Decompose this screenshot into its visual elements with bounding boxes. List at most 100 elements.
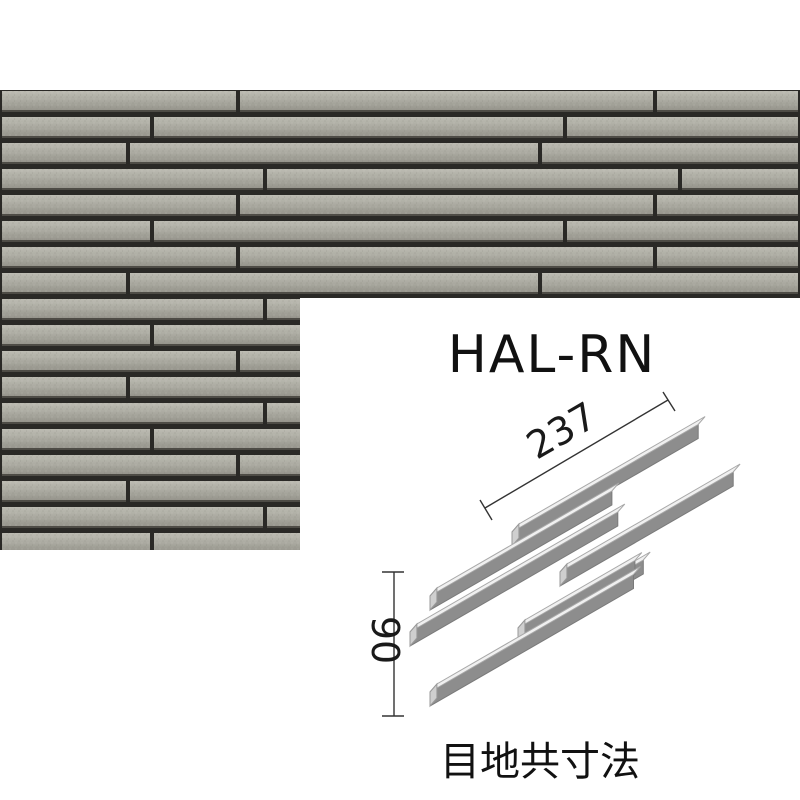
stone-texture xyxy=(2,221,150,241)
stone-strip-edge xyxy=(657,266,798,268)
stone-texture xyxy=(2,273,126,293)
stone-strip-edge xyxy=(2,162,126,164)
stone-texture xyxy=(657,247,798,267)
stone-strip-edge xyxy=(267,318,678,320)
stone-texture xyxy=(2,533,150,550)
stone-texture xyxy=(2,247,236,267)
stone-texture xyxy=(2,299,263,319)
stone-strip-edge xyxy=(130,500,538,502)
strip-left-long-top xyxy=(409,503,626,633)
stone-strip-edge xyxy=(682,188,798,190)
stone-strip-edge xyxy=(2,448,150,450)
stone-strip-edge xyxy=(657,110,798,112)
stone-strip-edge xyxy=(657,214,798,216)
stone-strip-edge xyxy=(2,188,263,190)
stone-texture xyxy=(2,117,150,137)
stone-strip-edge xyxy=(682,318,798,320)
stone-strip-edge xyxy=(2,370,236,372)
stone-texture xyxy=(2,169,263,189)
stone-strip-edge xyxy=(2,240,150,242)
stone-wall-photo xyxy=(0,90,800,554)
stone-strip-edge xyxy=(130,396,538,398)
strip-upper-end xyxy=(429,586,438,612)
stone-texture xyxy=(2,91,236,111)
stone-texture xyxy=(130,273,538,293)
stone-strip-edge xyxy=(2,396,126,398)
tile-isometric-diagram xyxy=(409,416,741,708)
stone-texture xyxy=(2,325,150,345)
stone-strip-edge xyxy=(2,422,263,424)
stone-strip-edge xyxy=(567,240,798,242)
stone-strip-edge xyxy=(2,214,236,216)
stone-strip-edge xyxy=(154,448,563,450)
stone-strip-edge xyxy=(130,292,538,294)
stone-texture xyxy=(2,195,236,215)
stone-strip xyxy=(682,507,798,527)
stone-texture xyxy=(2,143,126,163)
stone-strip-edge xyxy=(2,318,263,320)
length-label: 237 xyxy=(519,394,604,468)
stone-strip-edge xyxy=(682,526,798,528)
stone-strip-edge xyxy=(2,552,150,554)
stone-texture xyxy=(154,533,563,550)
joint-dimension-caption: 目地共寸法 xyxy=(440,739,640,785)
stone-strip-edge xyxy=(2,110,236,112)
stone-texture xyxy=(130,143,538,163)
stone-texture xyxy=(240,455,653,475)
stone-strip-edge xyxy=(267,188,678,190)
stone-texture xyxy=(267,169,678,189)
stone-texture xyxy=(154,221,563,241)
stone-texture xyxy=(2,481,126,501)
stone-strip-edge xyxy=(240,110,653,112)
strip-bottom-side xyxy=(429,573,634,707)
stone-strip-edge xyxy=(154,240,563,242)
height-dimension: 90 xyxy=(363,571,407,717)
height-label: 90 xyxy=(363,616,407,664)
stone-strip-edge xyxy=(657,370,798,372)
stone-texture xyxy=(2,377,126,397)
stone-texture xyxy=(567,117,798,137)
product-code: HAL-RN xyxy=(448,325,657,385)
stone-strip-edge xyxy=(2,292,126,294)
stone-texture xyxy=(2,507,263,527)
stone-strip xyxy=(657,351,798,371)
stone-texture xyxy=(267,299,678,319)
stone-strip xyxy=(267,299,678,319)
stone-texture xyxy=(154,117,563,137)
stone-strip-edge xyxy=(542,292,798,294)
stone-texture xyxy=(657,91,798,111)
stone-strip-edge xyxy=(154,136,563,138)
stone-texture xyxy=(657,351,798,371)
stone-strip xyxy=(682,299,798,319)
stone-strip-edge xyxy=(240,474,653,476)
stone-strip-edge xyxy=(542,162,798,164)
stone-texture xyxy=(2,455,236,475)
stone-strip-edge xyxy=(2,500,126,502)
stone-texture xyxy=(542,273,798,293)
stone-texture xyxy=(682,507,798,527)
strip-bottom-end xyxy=(429,682,438,708)
stone-texture xyxy=(240,247,653,267)
stone-strip-edge xyxy=(2,344,150,346)
stone-texture xyxy=(240,91,653,111)
stone-strip-edge xyxy=(2,526,263,528)
stone-texture xyxy=(682,169,798,189)
stone-strip xyxy=(267,403,678,423)
stone-texture xyxy=(267,403,678,423)
stone-strip-edge xyxy=(2,266,236,268)
stone-strip-edge xyxy=(240,266,653,268)
stone-strip-edge xyxy=(2,474,236,476)
stone-texture xyxy=(682,299,798,319)
stone-strip-edge xyxy=(2,136,150,138)
stone-strip-edge xyxy=(267,422,678,424)
stone-texture xyxy=(154,429,563,449)
stone-texture xyxy=(2,429,150,449)
stone-texture xyxy=(567,221,798,241)
stone-texture xyxy=(2,403,263,423)
stone-strip-edge xyxy=(567,136,798,138)
stone-strip-edge xyxy=(240,214,653,216)
stone-strip-edge xyxy=(130,162,538,164)
stone-texture xyxy=(130,481,538,501)
stone-texture xyxy=(542,143,798,163)
